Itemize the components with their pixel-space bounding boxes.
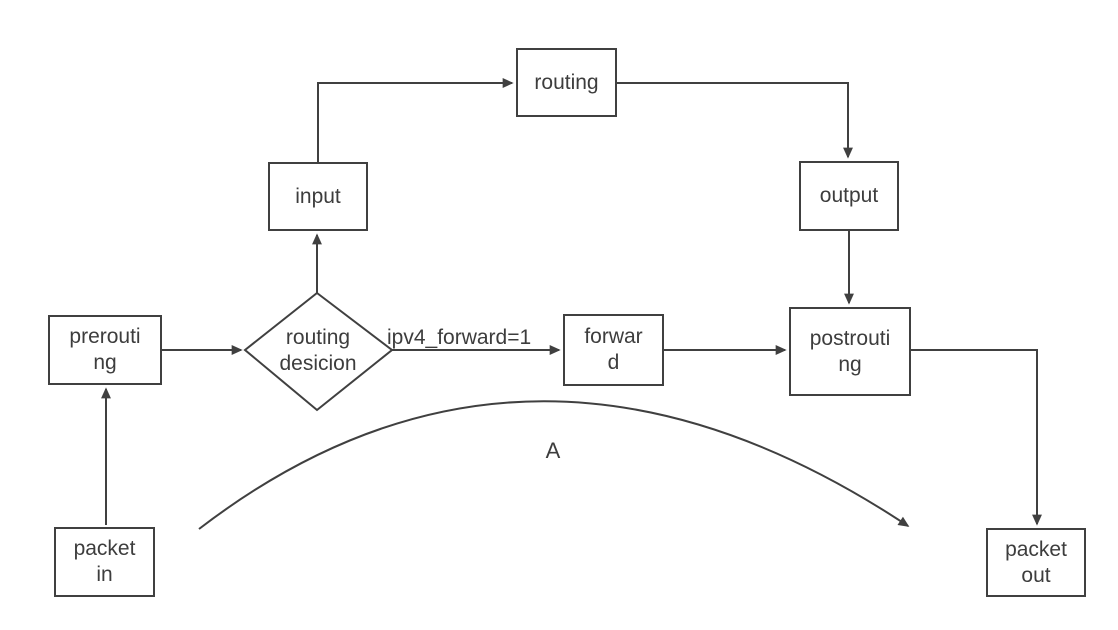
node-prerouting-label: prerouti: [69, 325, 141, 349]
node-packet-out-label2: out: [1021, 563, 1051, 587]
node-packet-in-label: packet: [73, 537, 136, 561]
node-routing-label: routing: [534, 70, 599, 94]
node-routing-decision-line1: routing: [285, 326, 351, 350]
node-forward-label2: d: [607, 351, 620, 374]
node-input-label: input: [295, 184, 341, 208]
node-forward-label: forwar: [584, 325, 643, 349]
edge-input-routing: [317, 78, 514, 162]
edge-routing-output: [617, 82, 853, 159]
node-routing-decision-diamond: [243, 291, 394, 412]
node-routing-decision-line2: desicion: [279, 352, 357, 375]
node-prerouting: prerouti ng: [48, 315, 162, 385]
edge-curved-bypass: [198, 400, 910, 530]
node-input: input: [268, 162, 368, 231]
curve-label-a: A: [545, 438, 561, 463]
node-prerouting-label2: ng: [93, 351, 117, 374]
node-packet-out-label: packet: [1005, 537, 1067, 561]
node-postrouting: postrouti ng: [789, 307, 911, 396]
node-packet-out: packet out: [986, 528, 1086, 597]
node-output-label: output: [819, 184, 879, 208]
node-packet-in-label2: in: [96, 563, 113, 586]
node-postrouting-label: postrouti: [809, 326, 891, 350]
edge-label-ipv4-forward: ipv4_forward=1: [387, 326, 532, 349]
edge-postrouting-packetout: [911, 349, 1042, 526]
node-routing: routing: [516, 48, 617, 117]
node-packet-in: packet in: [54, 527, 155, 597]
node-output: output: [799, 161, 899, 231]
node-forward: forwar d: [563, 314, 664, 386]
node-postrouting-label2: ng: [838, 352, 862, 376]
node-routing-decision-label: routing desicion: [252, 324, 384, 378]
